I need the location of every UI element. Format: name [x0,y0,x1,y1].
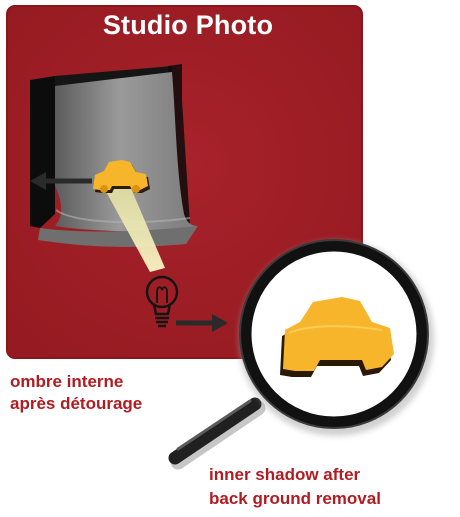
caption-french: ombre interne après détourage [10,371,210,415]
caption-english-line-2: back ground removal [209,487,449,511]
caption-english-line-1: inner shadow after [209,463,449,487]
caption-french-line-1: ombre interne [10,371,210,393]
caption-french-line-2: après détourage [10,393,210,415]
caption-english: inner shadow after back ground removal [209,463,449,511]
page-title: Studio Photo [28,8,348,42]
